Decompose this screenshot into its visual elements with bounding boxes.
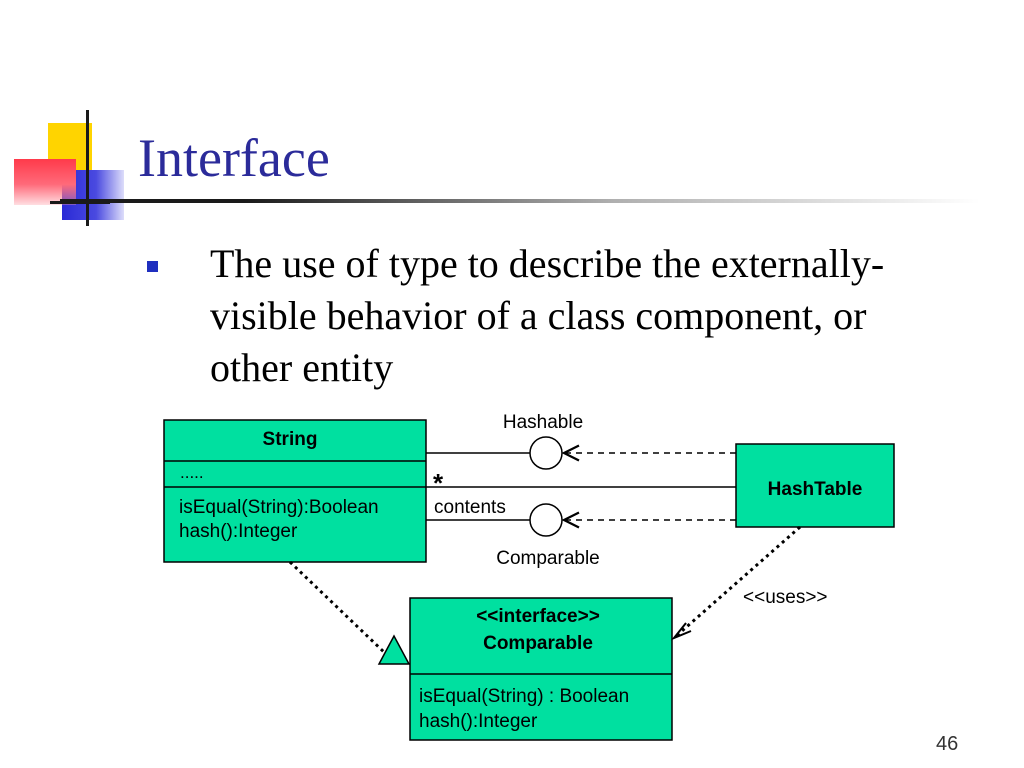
uses-stereotype-label: <<uses>> xyxy=(743,587,828,608)
decor-vertical-line xyxy=(86,110,89,226)
bullet-text: The use of type to describe the external… xyxy=(210,238,1000,390)
comparable-lollipop-label: Comparable xyxy=(496,548,600,569)
string-class-operation: isEqual(String):Boolean xyxy=(179,497,379,518)
title-underline xyxy=(60,199,980,203)
association-multiplicity: * xyxy=(433,468,444,498)
uses-dependency-arrow: <<uses>> xyxy=(670,525,828,641)
page-number: 46 xyxy=(936,733,959,755)
comparable-interface-box: <<interface>> Comparable isEqual(String)… xyxy=(409,597,673,741)
contents-association: * contents xyxy=(426,468,736,518)
string-class-box: String ..... isEqual(String):Boolean has… xyxy=(163,419,427,563)
slide-title: Interface xyxy=(138,128,330,188)
decor-red-square xyxy=(14,159,76,205)
interface-operation: isEqual(String) : Boolean xyxy=(419,686,629,707)
interface-name: Comparable xyxy=(483,633,593,654)
hashtable-class-box: HashTable xyxy=(735,443,895,528)
bullet-line: visible behavior of a class component, o… xyxy=(210,293,867,338)
interface-stereotype: <<interface>> xyxy=(476,606,600,627)
hashable-label: Hashable xyxy=(503,412,583,433)
association-role: contents xyxy=(434,497,506,518)
string-class-attributes: ..... xyxy=(180,463,204,482)
bullet-line: The use of type to describe the external… xyxy=(210,241,885,286)
hashable-lollipop: Hashable xyxy=(426,412,736,470)
string-class-name: String xyxy=(263,429,318,450)
bullet-square-icon xyxy=(147,261,158,272)
interface-operation: hash():Integer xyxy=(419,711,538,732)
realization-arrow xyxy=(288,560,411,665)
comparable-lollipop: Comparable xyxy=(426,503,736,569)
hashtable-class-name: HashTable xyxy=(768,479,863,500)
string-class-operation: hash():Integer xyxy=(179,521,298,542)
bullet-line: other entity xyxy=(210,345,394,390)
